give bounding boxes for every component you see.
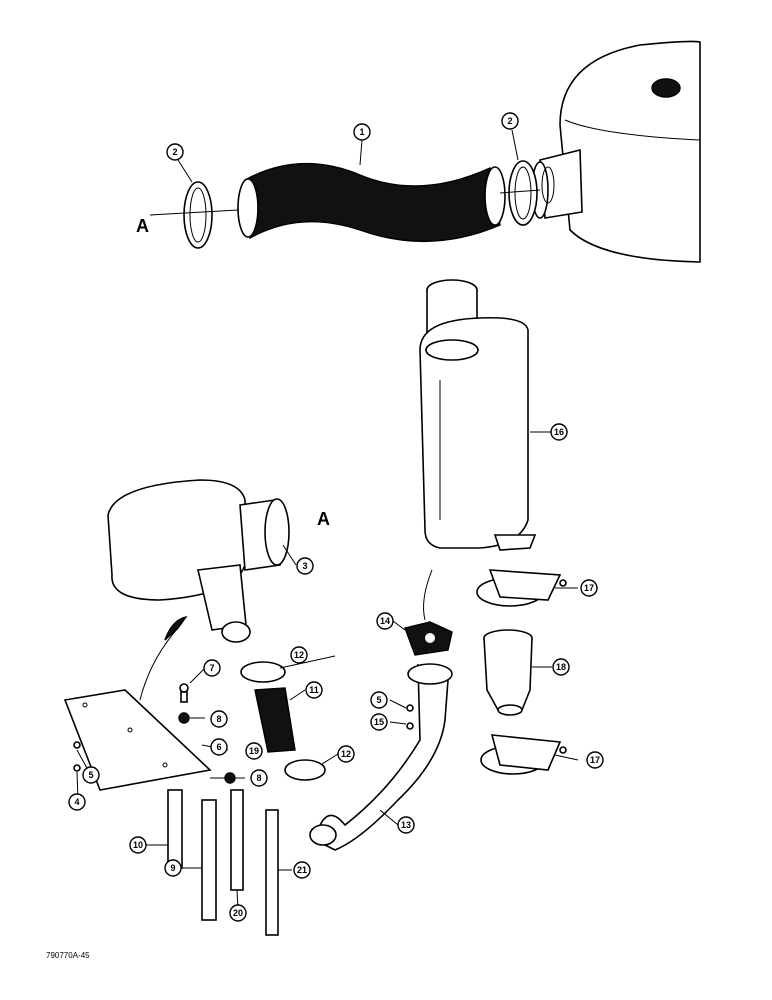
callout-9: 9 bbox=[164, 859, 182, 877]
clamp-12-top bbox=[240, 661, 286, 683]
svg-text:12: 12 bbox=[294, 650, 304, 660]
gasket bbox=[404, 621, 453, 656]
callout-10: 10 bbox=[129, 836, 147, 854]
svg-text:13: 13 bbox=[401, 820, 411, 830]
callout-8-bottom: 8 bbox=[250, 769, 268, 787]
hose-clamp-left bbox=[183, 181, 213, 249]
callout-18: 18 bbox=[552, 658, 570, 676]
callout-5-pipe: 5 bbox=[370, 691, 388, 709]
callout-2-right: 2 bbox=[501, 112, 519, 130]
svg-text:20: 20 bbox=[233, 908, 243, 918]
exhaust-hose bbox=[254, 687, 296, 753]
svg-text:19: 19 bbox=[249, 746, 259, 756]
standoff-21 bbox=[265, 809, 279, 936]
standoff-9 bbox=[201, 799, 217, 921]
muffler bbox=[419, 279, 537, 551]
svg-text:12: 12 bbox=[341, 749, 351, 759]
svg-text:16: 16 bbox=[554, 427, 564, 437]
svg-text:5: 5 bbox=[376, 695, 381, 705]
clamp-12-bottom bbox=[284, 759, 326, 781]
svg-text:5: 5 bbox=[88, 770, 93, 780]
svg-text:21: 21 bbox=[297, 865, 307, 875]
svg-text:11: 11 bbox=[309, 685, 319, 695]
callout-17-bottom: 17 bbox=[586, 751, 604, 769]
callout-21: 21 bbox=[293, 861, 311, 879]
letter-marker-a-precleaner: A bbox=[317, 509, 330, 529]
hardware bbox=[73, 579, 567, 784]
callout-11: 11 bbox=[305, 681, 323, 699]
standoff-10 bbox=[167, 789, 183, 869]
callout-19: 19 bbox=[245, 742, 263, 760]
hose-clamp-right bbox=[508, 160, 538, 226]
svg-text:4: 4 bbox=[74, 797, 79, 807]
callout-1: 1 bbox=[353, 123, 371, 141]
svg-text:6: 6 bbox=[216, 742, 221, 752]
callout-8-top: 8 bbox=[210, 710, 228, 728]
svg-text:17: 17 bbox=[590, 755, 600, 765]
svg-text:15: 15 bbox=[374, 717, 384, 727]
muffler-clamp-upper bbox=[476, 569, 562, 607]
muffler-clamp-lower bbox=[480, 734, 562, 775]
svg-text:17: 17 bbox=[584, 583, 594, 593]
callout-14: 14 bbox=[376, 612, 394, 630]
callout-4: 4 bbox=[68, 793, 86, 811]
letter-marker-a-top: A bbox=[136, 216, 149, 236]
svg-text:2: 2 bbox=[172, 147, 177, 157]
mounting-plate bbox=[63, 689, 212, 791]
callout-16: 16 bbox=[550, 423, 568, 441]
flexible-hose bbox=[237, 163, 506, 243]
svg-text:18: 18 bbox=[556, 662, 566, 672]
standoff-20 bbox=[230, 789, 244, 891]
svg-text:2: 2 bbox=[507, 116, 512, 126]
svg-text:8: 8 bbox=[216, 714, 221, 724]
adapter-pipe bbox=[483, 629, 533, 716]
callout-12-bottom: 12 bbox=[337, 745, 355, 763]
svg-text:8: 8 bbox=[256, 773, 261, 783]
callout-2-left: 2 bbox=[166, 143, 184, 161]
svg-text:10: 10 bbox=[133, 840, 143, 850]
callout-7: 7 bbox=[203, 659, 221, 677]
figure-id: 790770A-45 bbox=[46, 951, 90, 960]
callout-13: 13 bbox=[397, 816, 415, 834]
air-cleaner-housing bbox=[531, 40, 701, 263]
leader-lines bbox=[76, 129, 579, 911]
exhaust-pipe bbox=[309, 663, 453, 851]
svg-text:9: 9 bbox=[170, 863, 175, 873]
callout-12-top: 12 bbox=[290, 646, 308, 664]
svg-text:1: 1 bbox=[359, 127, 364, 137]
callout-3: 3 bbox=[296, 557, 314, 575]
callout-17-top: 17 bbox=[580, 579, 598, 597]
svg-text:3: 3 bbox=[302, 561, 307, 571]
svg-text:14: 14 bbox=[380, 616, 390, 626]
callout-20: 20 bbox=[229, 904, 247, 922]
precleaner bbox=[107, 479, 290, 643]
callout-5-plate: 5 bbox=[82, 766, 100, 784]
callout-6: 6 bbox=[210, 738, 228, 756]
callout-15: 15 bbox=[370, 713, 388, 731]
svg-text:7: 7 bbox=[209, 663, 214, 673]
